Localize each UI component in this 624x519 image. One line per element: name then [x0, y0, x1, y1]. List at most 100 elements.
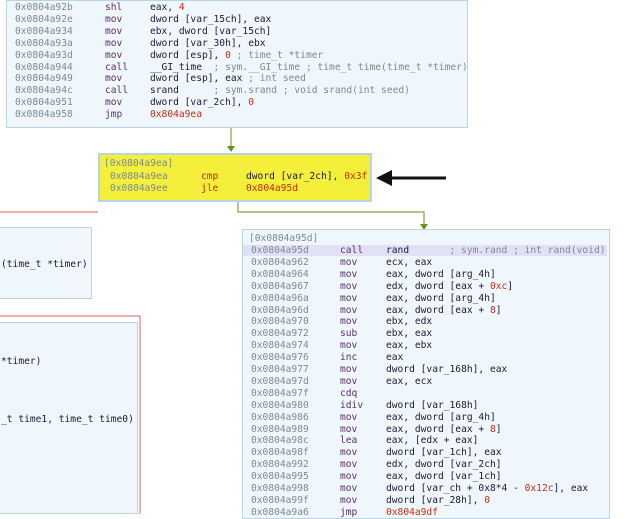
operand-text: eax, ecx [386, 375, 433, 387]
instruction-row[interactable]: 0x0804a93a mov dword [var_30h], ebx [7, 38, 467, 49]
instruction-operands: srand ; sym.srand ; void srand(int seed) [150, 85, 410, 96]
instruction-operands: ebx, edx [386, 316, 432, 327]
instruction-address: 0x0804a998 [251, 483, 309, 494]
operand-text: __GI_time [150, 61, 202, 73]
instruction-mnemonic: mov [340, 292, 358, 304]
instruction-operands: dword [var_15ch], eax [150, 14, 271, 25]
operand-number: 0 [484, 494, 490, 506]
instruction-operands: dword [var_168h], eax [386, 364, 507, 375]
instruction-mnemonic: mov [340, 459, 358, 471]
instruction-operands: dword [var_1ch], eax [386, 447, 502, 458]
instruction-operands: eax, ebx [386, 340, 432, 351]
left-block-1-text: (time_t *timer) [1, 259, 88, 270]
instruction-address: 0x0804a92b [15, 2, 73, 13]
left-block-1[interactable]: (time_t *timer) [0, 227, 92, 299]
operand-number: 0xc [489, 280, 508, 292]
operand-text: dword [esp], [150, 49, 226, 61]
operand-text: dword [var_ch + 0x8*4 - [386, 483, 525, 494]
instruction-address: 0x0804a93a [15, 37, 73, 49]
instruction-operands: eax, [edx + eax] [386, 435, 478, 446]
left-block-2-text-b: _t time1, time_t time0) [1, 414, 134, 425]
operand-text: dword [var_168h] [386, 399, 479, 411]
instruction-operands: eax, dword [arg_4h] [386, 269, 496, 280]
instruction-address: 0x0804a9ea [110, 171, 168, 182]
instruction-operands: dword [var_ch + 0x8*4 - 0x12c], eax [386, 483, 588, 494]
instruction-mnemonic: mov [340, 316, 358, 328]
cmp-block-header: [0x0804a9ea] [104, 158, 174, 169]
instruction-address: 0x0804a989 [251, 423, 309, 435]
instruction-mnemonic: inc [340, 352, 358, 364]
instruction-operands: dword [var_2ch], 0 [150, 97, 254, 108]
operand-text: eax, dword [var_1ch] [386, 471, 502, 483]
instruction-mnemonic: mov [340, 280, 358, 292]
instruction-operands: dword [var_168h] [386, 400, 478, 411]
operand-text: dword [var_2ch], [150, 97, 249, 109]
operand-text: eax, dword [arg_4h] [386, 411, 496, 423]
instruction-address: 0x0804a970 [251, 316, 309, 328]
operand-tail: ], eax [553, 483, 589, 494]
instruction-operands: dword [var_2ch], 0x3f [246, 171, 367, 182]
operand-text: ecx, eax [386, 256, 433, 268]
instruction-address: 0x0804a944 [15, 61, 73, 73]
instruction-operands: dword [var_28h], 0 [386, 495, 490, 506]
operand-text: dword [var_30h], ebx [150, 37, 266, 49]
operand-text: dword [esp], eax [150, 73, 243, 85]
instruction-operands: eax, dword [arg_4h] [386, 293, 496, 304]
instruction-comment: ; int seed [242, 73, 306, 85]
instruction-mnemonic: mov [105, 37, 123, 49]
instruction-operands: __GI_time ; sym.__GI_time ; time_t time(… [150, 61, 467, 73]
instruction-comment: ; time_t *timer [230, 49, 324, 61]
instruction-operands: dword [var_30h], ebx [150, 38, 266, 49]
instruction-mnemonic: jmp [340, 506, 358, 518]
instruction-row[interactable]: 0x0804a970 mov ebx, edx [243, 316, 607, 327]
operand-text: edx, dword [eax + [386, 280, 490, 292]
operand-text: ebx, eax [386, 328, 433, 340]
instruction-operands: eax, dword [arg_4h] [386, 412, 496, 423]
instruction-mnemonic: mov [105, 97, 123, 109]
operand-text: dword [var_15ch], eax [150, 13, 272, 25]
instruction-address: 0x0804a986 [251, 411, 309, 423]
annotation-arrow [376, 170, 446, 186]
instruction-mnemonic: mov [340, 268, 358, 280]
left-block-2[interactable]: *timer) _t time1, time_t time0) [0, 322, 138, 514]
instruction-mnemonic: mov [340, 471, 358, 483]
operand-text: eax, [150, 2, 179, 13]
instruction-operands: edx, dword [eax + 0xc] [386, 281, 513, 292]
